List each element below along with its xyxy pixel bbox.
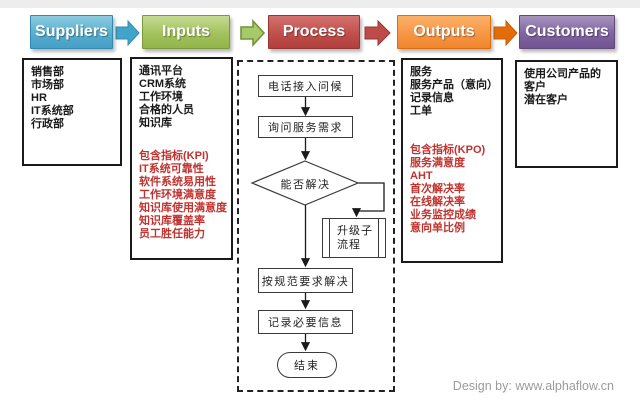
- inputs-list-box: 通讯平台 CRM系统 工作环境 合格的人员 知识库 包含指标(KPI) IT系统…: [130, 57, 233, 260]
- supplier-item: 市场部: [31, 79, 64, 91]
- input-item: 知识库: [139, 117, 172, 129]
- header-inputs: Inputs: [142, 15, 230, 49]
- inputs-kpi-item: 知识库覆盖率: [139, 215, 205, 227]
- customers-list-box: 使用公司产品的客户 潜在客户: [515, 60, 618, 168]
- suppliers-list-box: 销售部 市场部 HR IT系统部 行政部: [22, 58, 122, 166]
- design-credit-text: Design by: www.alphaflow.cn: [452, 379, 614, 393]
- inputs-kpi-item: 工作环境满意度: [139, 189, 216, 201]
- output-item: 工单: [410, 105, 432, 117]
- header-suppliers: Suppliers: [30, 15, 113, 49]
- input-item: CRM系统: [139, 78, 187, 90]
- input-item: 通讯平台: [139, 65, 183, 77]
- outputs-list-box: 服务 服务产品（意向） 记录信息 工单 包含指标(KPO) 服务满意度 AHT …: [401, 58, 503, 263]
- header-outputs: Outputs: [397, 15, 491, 49]
- process-step-ask-need-label: 询问服务需求: [268, 122, 343, 134]
- inputs-kpi-title: 包含指标(KPI): [139, 150, 209, 162]
- inputs-kpi-item: 软件系统易用性: [139, 176, 216, 188]
- header-process-label: Process: [282, 23, 346, 40]
- outputs-kpo-item: 业务监控成绩: [410, 209, 476, 221]
- output-item: 记录信息: [410, 92, 454, 104]
- process-end-label: 结束: [294, 360, 320, 372]
- header-customers: Customers: [519, 15, 615, 49]
- outputs-kpo-item: 在线解决率: [410, 196, 465, 208]
- process-end-terminator: 结束: [277, 352, 337, 378]
- subprocess-right-bar: [378, 219, 379, 257]
- output-item: 服务产品（意向）: [410, 79, 498, 91]
- process-step-solve: 按规范要求解决: [258, 268, 353, 293]
- block-arrow-outputs-to-customers-icon: [493, 19, 518, 47]
- block-arrow-process-to-outputs-icon: [364, 19, 391, 47]
- process-step-solve-label: 按规范要求解决: [261, 275, 350, 288]
- process-step-ask-need: 询问服务需求: [258, 116, 353, 138]
- header-customers-label: Customers: [525, 23, 609, 40]
- process-subprocess-escalate: 升级子流程: [322, 218, 386, 258]
- process-step-greeting-label: 电话接入问候: [268, 81, 343, 93]
- outputs-kpo-item: AHT: [410, 170, 433, 182]
- customer-item: 使用公司产品的客户: [524, 68, 601, 93]
- inputs-kpi-item: 知识库使用满意度: [139, 202, 227, 214]
- outputs-kpo-item: 意向单比例: [410, 222, 465, 234]
- input-item: 工作环境: [139, 91, 183, 103]
- inputs-kpi-item: 员工胜任能力: [139, 228, 205, 240]
- process-subprocess-label: 升级子流程: [337, 225, 373, 251]
- subprocess-left-bar: [329, 219, 330, 257]
- top-gray-band: [0, 0, 640, 8]
- block-arrow-suppliers-to-inputs-icon: [115, 19, 140, 47]
- output-item: 服务: [410, 66, 432, 78]
- outputs-kpo-item: 首次解决率: [410, 183, 465, 195]
- header-process: Process: [268, 15, 360, 49]
- process-step-greeting: 电话接入问候: [258, 75, 353, 97]
- process-step-record: 记录必要信息: [258, 310, 353, 334]
- supplier-item: IT系统部: [31, 105, 74, 117]
- supplier-item: 销售部: [31, 66, 64, 78]
- process-dashed-boundary: [237, 60, 395, 392]
- outputs-kpo-title: 包含指标(KPO): [410, 144, 486, 156]
- connector-decision-to-subprocess: [351, 182, 385, 218]
- inputs-kpi-item: IT系统可靠性: [139, 163, 204, 175]
- process-decision-label: 能否解决: [280, 179, 331, 191]
- outputs-kpo-item: 服务满意度: [410, 157, 465, 169]
- process-step-record-label: 记录必要信息: [268, 317, 343, 329]
- header-suppliers-label: Suppliers: [35, 23, 108, 40]
- customer-item: 潜在客户: [524, 94, 568, 106]
- header-inputs-label: Inputs: [162, 23, 210, 40]
- supplier-item: 行政部: [31, 118, 64, 130]
- supplier-item: HR: [31, 92, 47, 104]
- block-arrow-inputs-to-process-icon: [240, 18, 266, 48]
- decision-diamond-shape: [250, 160, 360, 206]
- header-outputs-label: Outputs: [413, 23, 475, 40]
- input-item: 合格的人员: [139, 104, 194, 116]
